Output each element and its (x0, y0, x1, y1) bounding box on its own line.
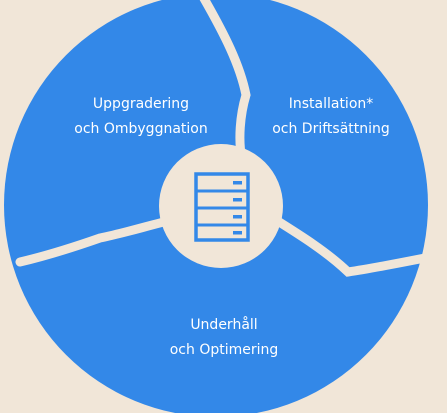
segment-label-installation-line1: Installation* (289, 96, 374, 112)
server-icon-led-4 (233, 231, 242, 235)
segment-label-maintenance-line1: Underhåll (190, 316, 257, 333)
segment-label-upgrade-line2: och Ombyggnation (74, 121, 207, 137)
segment-label-installation-line2: och Driftsättning (272, 121, 390, 137)
hub-circle (159, 144, 283, 268)
server-icon-led-3 (233, 215, 242, 219)
segment-label-upgrade-line1: Uppgradering (93, 96, 189, 112)
server-rack-icon (194, 172, 250, 242)
divider-left (15, 215, 177, 267)
server-icon-led-1 (233, 181, 242, 185)
divider-right (263, 210, 445, 277)
server-icon-led-2 (233, 198, 242, 202)
divider-top (199, 0, 251, 165)
segment-label-maintenance-line2: och Optimering (170, 342, 279, 358)
